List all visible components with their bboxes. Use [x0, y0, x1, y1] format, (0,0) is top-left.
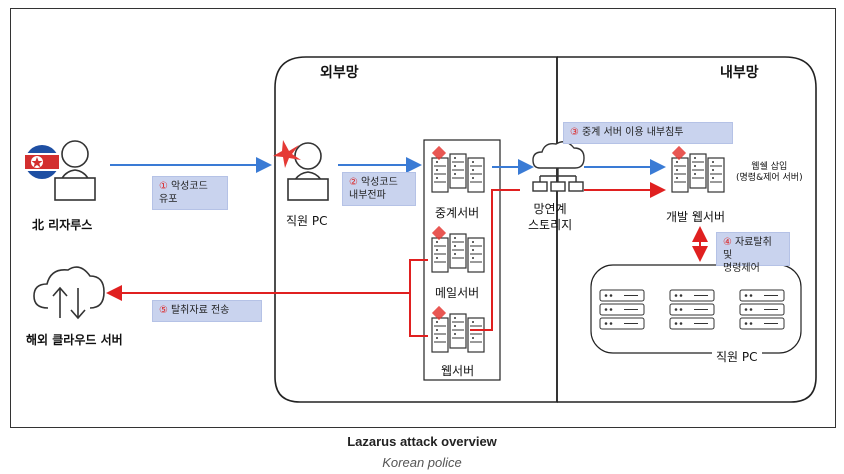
- server-icon: [599, 289, 785, 330]
- mail-server-icon: [432, 226, 484, 272]
- figure-source: Korean police: [382, 455, 462, 470]
- relay-server-label: 중계서버: [435, 206, 480, 220]
- hacker-icon: [54, 140, 96, 201]
- cloud-network-icon: [532, 141, 585, 192]
- figure-caption: Lazarus attack overview: [347, 434, 497, 449]
- internal-pc-label: 직원 PC: [712, 348, 762, 365]
- dev-web-server-icon: [672, 146, 724, 192]
- external-network-zone: [274, 56, 558, 403]
- dev-web-server-label: 개발 웹서버: [666, 210, 726, 224]
- employee-pc-label: 직원 PC: [286, 214, 328, 228]
- web-server-label: 웹서버: [441, 364, 475, 378]
- red-link-mail-web: [409, 259, 428, 337]
- web-server-icon: [432, 306, 484, 352]
- cloud-upload-download-icon: [33, 266, 105, 320]
- storage-label: 망연계 스토리지: [528, 202, 573, 232]
- internal-zone-title: 내부망: [720, 65, 759, 81]
- red-link-storage-web: [470, 189, 520, 331]
- relay-server-icon: [432, 146, 484, 192]
- cloud-label: 해외 클라우드 서버: [26, 333, 123, 347]
- internal-network-zone: [557, 56, 817, 403]
- diagram-frame: [10, 8, 836, 428]
- attacker-label: 北 리자루스: [32, 218, 93, 232]
- hacker-icon: [287, 142, 329, 201]
- internal-pc-group: [590, 264, 802, 354]
- dev-web-server-note: 웹쉘 삽입 (명령&제어 서버): [736, 162, 803, 183]
- external-zone-title: 외부망: [320, 65, 359, 81]
- red-star-icon: [273, 140, 301, 168]
- mail-server-label: 메일서버: [435, 286, 480, 300]
- north-korea-flag-icon: [25, 145, 59, 179]
